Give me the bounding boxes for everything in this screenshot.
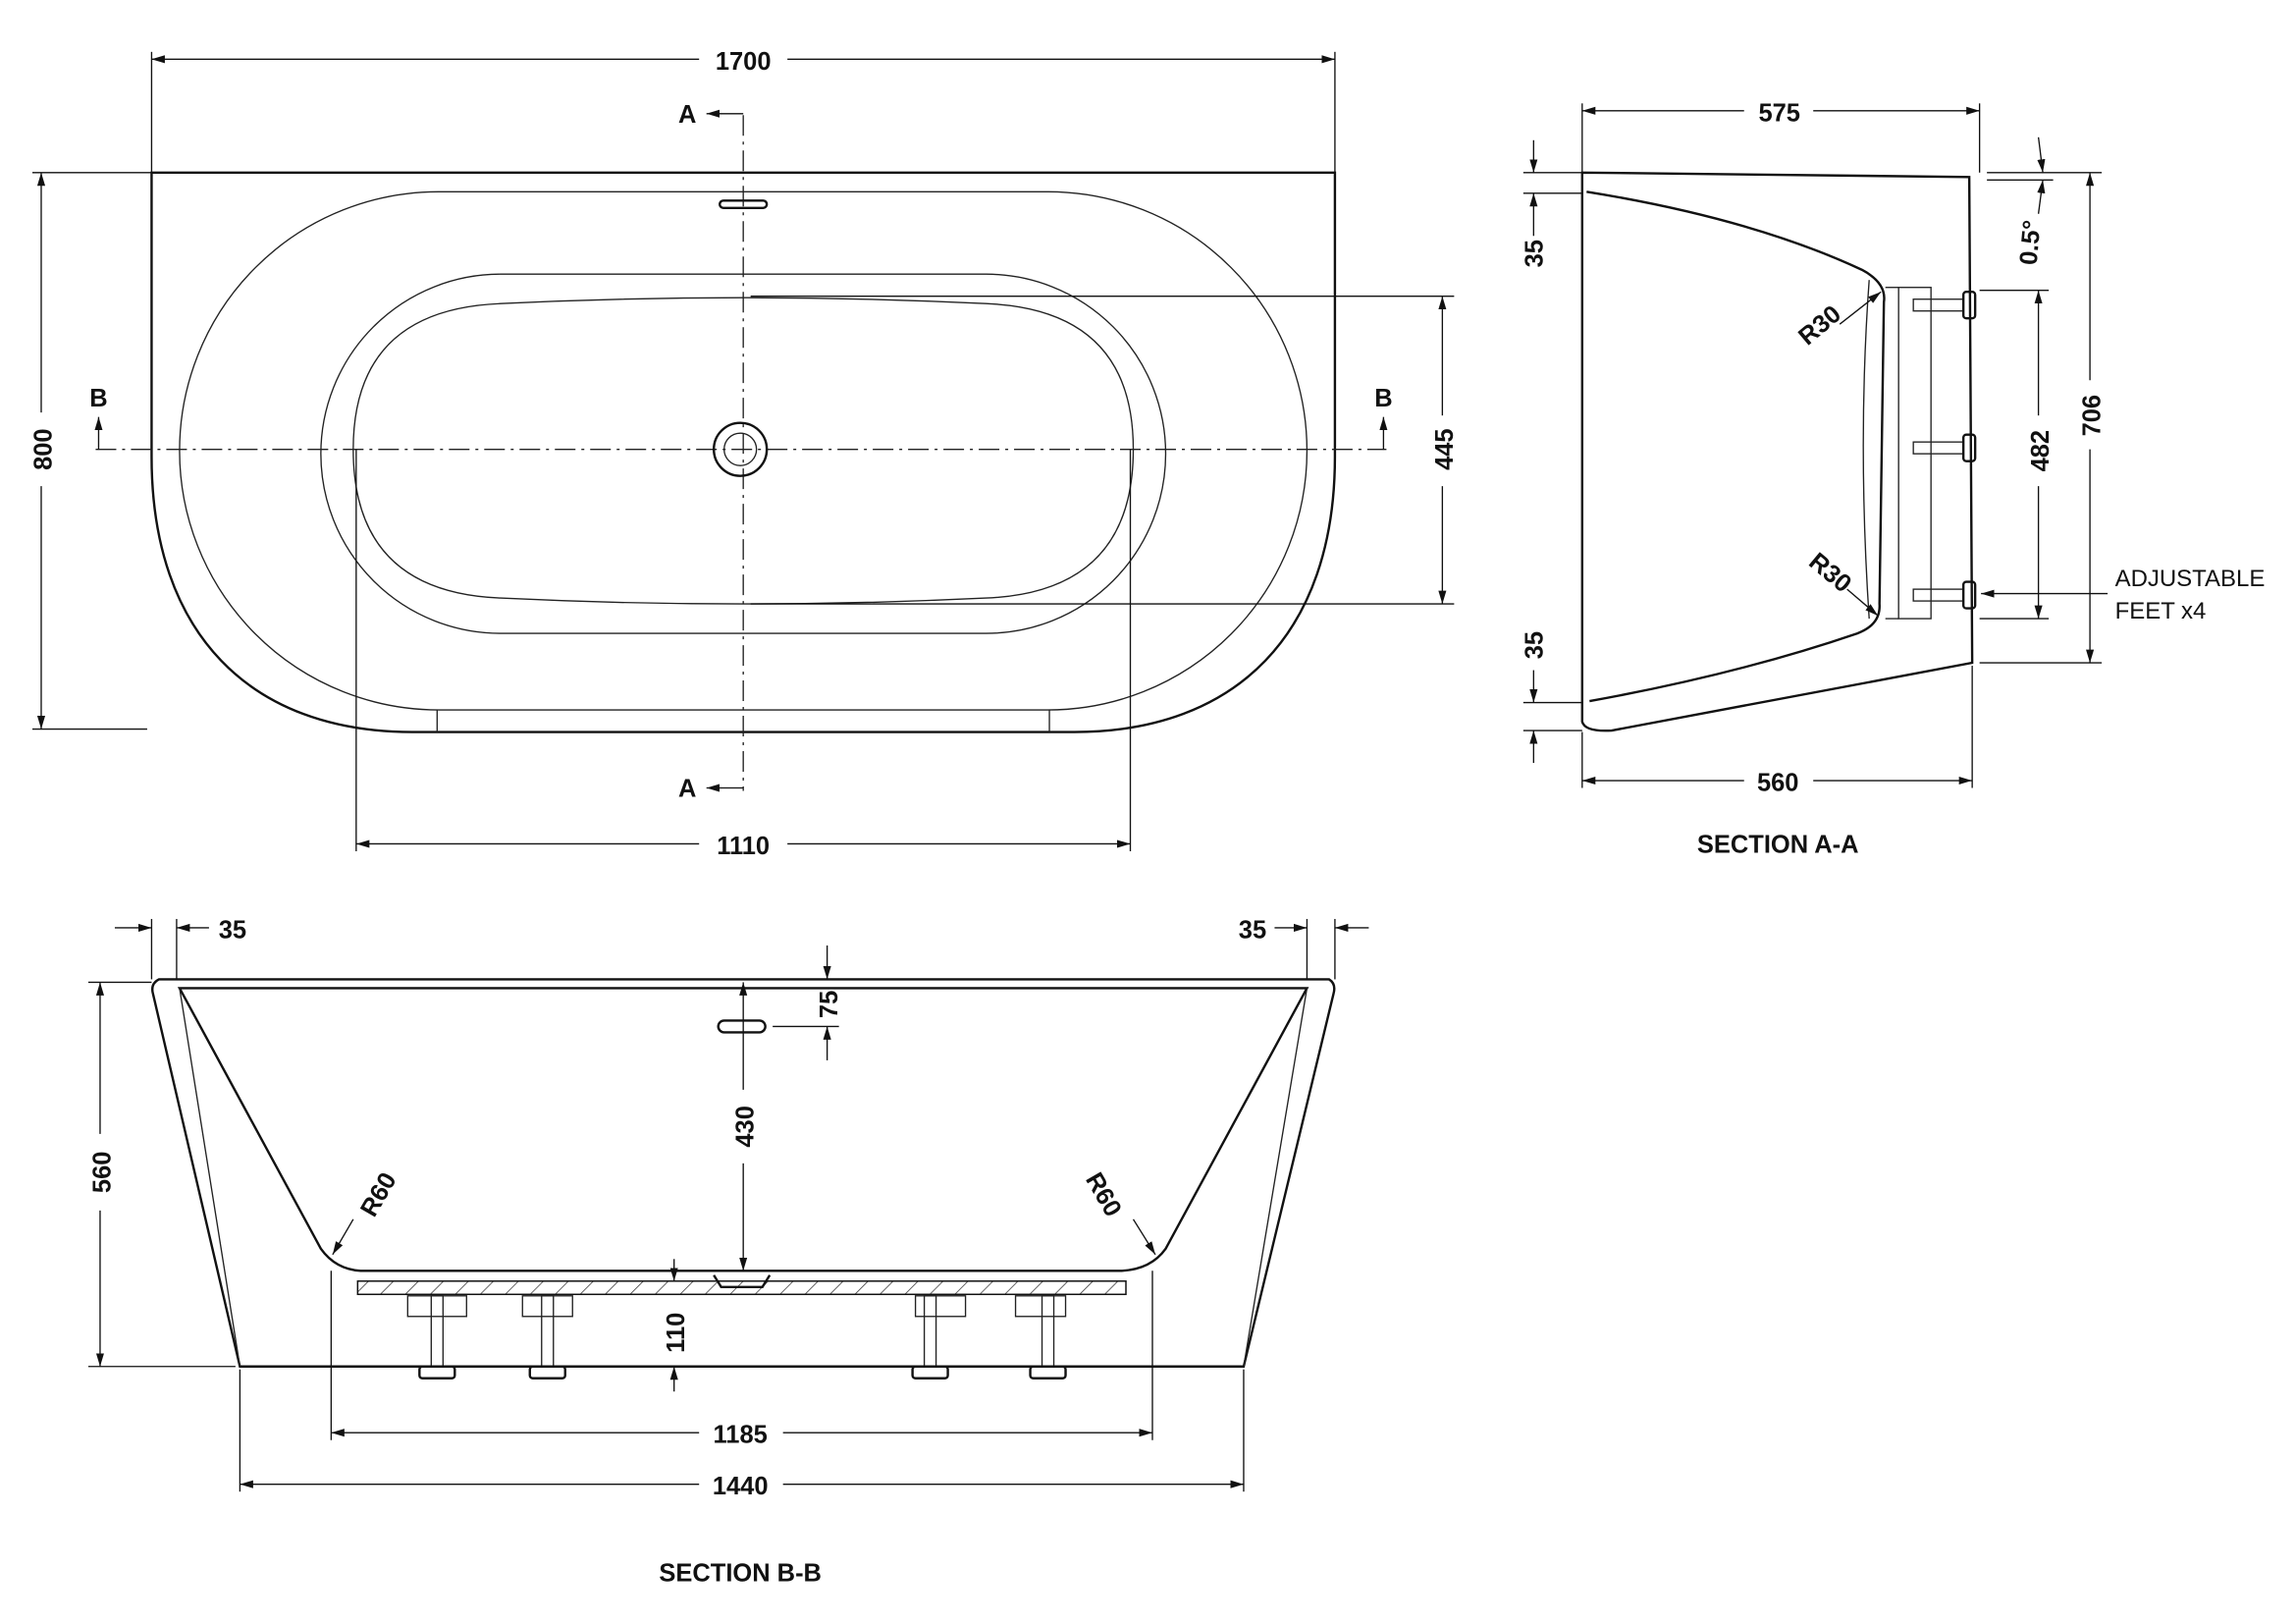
dim-base-outer: 1440 [713, 1473, 769, 1500]
dim-feet-span: 482 [2027, 430, 2055, 472]
section-a-marker-top: A [678, 101, 696, 129]
section-a-a: 575 560 35 35 0.5° R30 R30 482 706 ADJUS… [1521, 99, 2265, 858]
feet-bracket [1897, 287, 1932, 620]
waste-outlet [713, 1274, 772, 1288]
adjustable-foot-icon [406, 1295, 1067, 1380]
section-a-outline [1580, 171, 1974, 732]
section-a-marker-bottom: A [678, 776, 696, 803]
dim-radius-left: R60 [355, 1168, 402, 1221]
section-a-inner [1586, 190, 1886, 703]
dim-height-bb: 560 [88, 1152, 116, 1194]
dim-bottom-width: 560 [1757, 770, 1799, 797]
tub-outline [150, 171, 1337, 733]
dim-radius-top: R30 [1793, 300, 1846, 351]
dim-base-inner: 1185 [714, 1422, 768, 1449]
dim-bowl-length: 1110 [717, 833, 770, 860]
drain-icon [712, 421, 769, 477]
dim-rim-top: 35 [1521, 240, 1548, 267]
dim-angle: 0.5° [2015, 219, 2047, 266]
dim-width: 1700 [716, 48, 772, 76]
section-b-marker-right: B [1374, 385, 1392, 412]
dim-rim-left: 35 [219, 916, 246, 944]
feet-label-line2: FEET x4 [2115, 598, 2207, 624]
overflow-icon [717, 1019, 767, 1034]
section-b-inner [177, 987, 1309, 1272]
bowl-floor [352, 297, 1135, 605]
feet-label-line1: ADJUSTABLE [2115, 566, 2266, 592]
dim-bowl-width: 445 [1431, 428, 1459, 470]
overflow-icon [718, 199, 769, 209]
adjustable-foot-icon [1912, 291, 1977, 610]
dim-radius-right: R60 [1080, 1168, 1127, 1221]
dim-depth-bb: 430 [732, 1106, 760, 1148]
section-b-title: SECTION B-B [659, 1560, 822, 1588]
dim-height: 706 [2079, 395, 2107, 437]
dim-overflow: 75 [816, 991, 843, 1018]
section-b-b: 35 35 75 560 430 R60 R60 110 1185 1440 S… [87, 916, 1369, 1588]
dim-floor-gap: 110 [663, 1313, 690, 1353]
dim-top-width: 575 [1758, 99, 1800, 127]
dim-rim-bottom: 35 [1521, 631, 1548, 659]
top-view: A A B B 1700 800 445 1110 [29, 48, 1458, 860]
dim-rim-right: 35 [1239, 916, 1266, 944]
section-b-marker-left: B [89, 385, 107, 412]
section-a-title: SECTION A-A [1697, 831, 1859, 858]
dim-depth: 800 [29, 428, 57, 470]
